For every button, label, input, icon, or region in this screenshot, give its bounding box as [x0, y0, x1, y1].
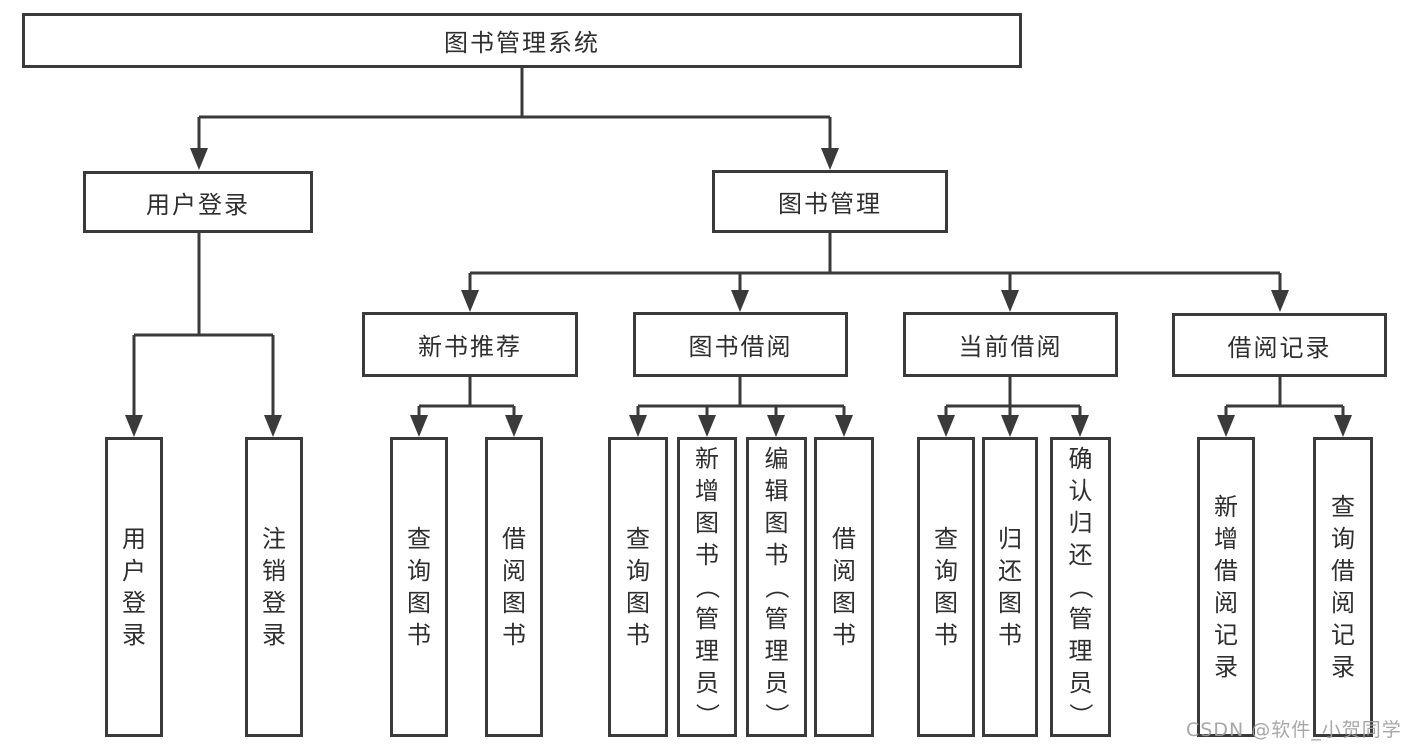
- arrow-down-icon: [410, 415, 428, 437]
- edge-new-book-rec-to-leaves: [410, 377, 523, 437]
- branch-node-borrow-records: 借阅记录: [1172, 313, 1387, 377]
- leaf-node-label: 编辑图书（管理员）: [762, 445, 791, 727]
- leaf-node-query-books-2: 查询图书: [608, 437, 668, 737]
- arrow-down-icon: [505, 415, 523, 437]
- branch-node-current-borrowing: 当前借阅: [903, 312, 1118, 377]
- edge-book-management-to-level3: [461, 233, 1289, 312]
- edge-book-borrowing-to-leaves: [629, 377, 853, 437]
- leaf-node-query-borrow-record: 查询借阅记录: [1313, 437, 1373, 737]
- leaf-node-add-borrow-record: 新增借阅记录: [1197, 437, 1255, 737]
- arrow-down-icon: [1001, 415, 1019, 437]
- leaf-node-label: 归还图书: [998, 525, 1022, 649]
- leaf-node-query-books-3: 查询图书: [917, 437, 975, 737]
- leaf-node-label: 查询借阅记录: [1331, 493, 1355, 681]
- leaf-node-label: 用户登录: [122, 525, 146, 649]
- leaf-node-logout: 注销登录: [245, 437, 303, 737]
- arrow-down-icon: [937, 415, 955, 437]
- branch-node-user-login: 用户登录: [83, 171, 313, 233]
- arrow-down-icon: [698, 415, 716, 437]
- branch-node-label: 当前借阅: [958, 333, 1063, 361]
- arrow-down-icon: [767, 415, 785, 437]
- leaf-node-label: 查询图书: [934, 525, 958, 649]
- arrow-down-icon: [1071, 415, 1089, 437]
- leaf-node-label: 注销登录: [262, 525, 286, 649]
- arrow-down-icon: [190, 148, 208, 170]
- leaf-node-edit-books-admin: 编辑图书（管理员）: [746, 437, 807, 737]
- arrow-down-icon: [731, 290, 749, 312]
- arrow-down-icon: [835, 415, 853, 437]
- branch-node-label: 借阅记录: [1227, 333, 1332, 362]
- edge-current-borrowing-to-leaves: [937, 377, 1089, 437]
- arrow-down-icon: [264, 415, 282, 437]
- leaf-node-return-books: 归还图书: [982, 437, 1038, 737]
- branch-node-label: 图书管理: [778, 190, 882, 218]
- csdn-watermark: CSDN @软件_小贺同学: [1186, 719, 1402, 741]
- root-node-label: 图书管理系统: [444, 29, 600, 57]
- leaf-node-user-login: 用户登录: [105, 437, 163, 737]
- leaf-node-label: 确认归还（管理员）: [1066, 445, 1095, 727]
- arrow-down-icon: [1271, 290, 1289, 312]
- branch-node-label: 用户登录: [146, 190, 250, 219]
- edge-borrow-records-to-leaves: [1217, 377, 1352, 437]
- leaf-node-label: 查询图书: [407, 525, 431, 649]
- leaf-node-label: 借阅图书: [832, 525, 856, 649]
- arrow-down-icon: [1217, 415, 1235, 437]
- root-node-library-system: 图书管理系统: [22, 13, 1022, 68]
- leaf-node-add-books-admin: 新增图书（管理员）: [677, 437, 737, 737]
- branch-node-label: 新书推荐: [418, 333, 522, 361]
- leaf-node-label: 查询图书: [626, 525, 650, 649]
- leaf-node-label: 借阅图书: [502, 525, 526, 649]
- branch-node-label: 图书借阅: [688, 333, 793, 361]
- arrow-down-icon: [821, 148, 839, 170]
- branch-node-book-management: 图书管理: [712, 170, 948, 233]
- leaf-node-query-books: 查询图书: [390, 437, 448, 737]
- branch-node-new-book-recommend: 新书推荐: [362, 312, 578, 377]
- branch-node-book-borrowing: 图书借阅: [633, 312, 848, 377]
- arrow-down-icon: [1334, 415, 1352, 437]
- arrow-down-icon: [629, 415, 647, 437]
- edge-root-to-level2: [190, 68, 839, 170]
- arrow-down-icon: [125, 415, 143, 437]
- leaf-node-label: 新增图书（管理员）: [693, 445, 721, 727]
- arrow-down-icon: [1001, 290, 1019, 312]
- leaf-node-borrow-books-2: 借阅图书: [814, 437, 874, 737]
- leaf-node-label: 新增借阅记录: [1214, 493, 1238, 681]
- leaf-node-borrow-books: 借阅图书: [485, 437, 543, 737]
- edge-user-login-to-leaves: [125, 233, 282, 437]
- arrow-down-icon: [461, 290, 479, 312]
- leaf-node-confirm-return-admin: 确认归还（管理员）: [1050, 437, 1111, 737]
